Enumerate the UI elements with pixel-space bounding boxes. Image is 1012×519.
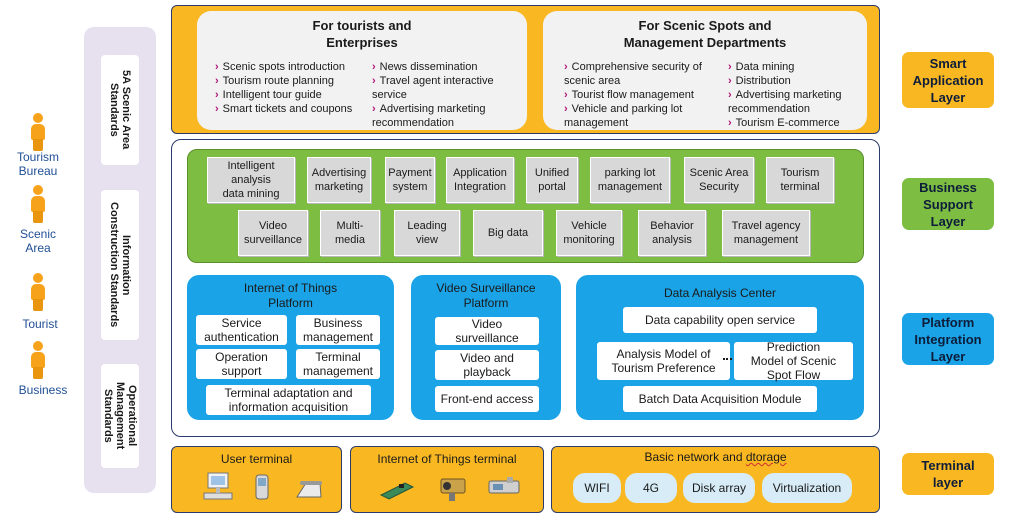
layer-label-terminal: Terminal layer	[902, 453, 994, 495]
business-item: parking lot management	[590, 157, 670, 203]
layer-label-business-support: Business Support Layer	[902, 178, 994, 230]
business-item: Scenic Area Security	[684, 157, 754, 203]
iot-platform: Internet of Things Platform Service auth…	[187, 275, 394, 420]
app-item: Intelligent tour guide	[222, 89, 322, 101]
user-terminal-title: User terminal	[220, 452, 293, 466]
platform-item: Service authentication	[196, 315, 287, 345]
standard-operational: Operational Management Standards	[101, 364, 139, 468]
platform-item: Data capability open service	[623, 307, 817, 333]
scenic-spots-panel: For Scenic Spots and Management Departme…	[543, 11, 867, 130]
actor-label: Tourism Bureau	[16, 150, 59, 178]
actor-label: Scenic Area	[19, 227, 57, 255]
data-analysis-center: Data Analysis Center Data capability ope…	[576, 275, 864, 420]
video-platform-title: Video Surveillance Platform	[436, 281, 536, 310]
iot-terminal-title: Internet of Things terminal	[377, 452, 517, 466]
layer-label-platform-integration: Platform Integration Layer	[902, 313, 994, 365]
data-center-title: Data Analysis Center	[663, 286, 777, 300]
business-item: Leading view	[394, 210, 460, 256]
app-item: News dissemination	[379, 61, 478, 73]
network-item: Virtualization	[762, 473, 852, 503]
platform-item: Terminal management	[296, 349, 380, 379]
standard-information: Information Construction Standards	[101, 190, 139, 340]
platform-item: Terminal adaptation and information acqu…	[206, 385, 371, 415]
actor-label: Business	[18, 383, 68, 397]
person-icon	[28, 113, 48, 153]
standard-5a: 5A Scenic Area Standards	[101, 55, 139, 165]
business-item: Intelligent analysis data mining	[207, 157, 295, 203]
app-item: Distribution	[735, 75, 791, 87]
network-storage-panel: Basic network and dtorage WIFI 4G Disk a…	[551, 446, 880, 513]
business-item: Big data	[473, 210, 543, 256]
platform-item: Video and playback	[435, 350, 539, 380]
iot-platform-title: Internet of Things Platform	[243, 281, 338, 310]
app-item: Tourist flow management	[571, 89, 694, 101]
telephone-icon	[296, 481, 322, 498]
iot-terminal-panel: Internet of Things terminal	[350, 446, 544, 513]
business-item: Behavior analysis	[638, 210, 706, 256]
platform-item: Front-end access	[435, 386, 539, 412]
smart-application-layer: For tourists and Enterprises ›Scenic spo…	[171, 5, 880, 134]
tourists-panel: For tourists and Enterprises ›Scenic spo…	[197, 11, 527, 130]
business-item: Application Integration	[446, 157, 514, 203]
business-item: Payment system	[385, 157, 435, 203]
camera-icon	[440, 478, 466, 501]
platform-item: Batch Data Acquisition Module	[623, 386, 817, 412]
platform-item: Video surveillance	[435, 317, 539, 345]
mobile-phone-icon	[255, 474, 269, 500]
business-item: Tourism terminal	[766, 157, 834, 203]
platform-item: Operation support	[196, 349, 287, 379]
business-item: Travel agency management	[722, 210, 810, 256]
actor-label: Tourist	[22, 317, 58, 331]
network-item: Disk array	[683, 473, 755, 503]
platform-item: Prediction Model of Scenic Spot Flow	[734, 340, 853, 382]
computer-icon	[203, 472, 233, 500]
sensor-device-icon	[488, 477, 520, 494]
business-item: Video surveillance	[238, 210, 308, 256]
business-item: Multi- media	[320, 210, 380, 256]
video-platform: Video Surveillance Platform Video survei…	[411, 275, 561, 420]
network-item: 4G	[625, 473, 677, 503]
app-item: Advertising marketing recommendation	[372, 103, 486, 129]
app-item: Data mining	[735, 61, 795, 73]
app-item: Smart tickets and coupons	[222, 103, 353, 115]
business-item: Vehicle monitoring	[556, 210, 622, 256]
user-terminal-panel: User terminal	[171, 446, 342, 513]
app-item: Travel agent interactive service	[372, 75, 494, 101]
app-item: Tourism E-commerce	[735, 117, 840, 129]
business-item: Advertising marketing	[307, 157, 371, 203]
rfid-board-icon	[379, 482, 415, 500]
person-icon	[28, 185, 48, 225]
tourists-panel-title: For tourists and Enterprises	[312, 18, 412, 50]
platform-item: Analysis Model of Tourism Preference	[597, 342, 730, 380]
layer-label-smart-application: Smart Application Layer	[902, 52, 994, 108]
network-item: WIFI	[573, 473, 621, 503]
person-icon	[28, 273, 48, 313]
app-item: Comprehensive security of scenic area	[564, 61, 702, 87]
app-item: Tourism route planning	[222, 75, 334, 87]
network-storage-title: Basic network and dtorage	[644, 450, 787, 464]
app-item: Vehicle and parking lot management	[564, 103, 683, 129]
app-item: Advertising marketing recommendation	[728, 89, 842, 115]
scenic-panel-title: For Scenic Spots and Management Departme…	[623, 18, 787, 50]
business-item: Unified portal	[526, 157, 578, 203]
app-item: Scenic spots introduction	[222, 61, 345, 73]
platform-item: Business management	[296, 315, 380, 345]
person-icon	[28, 341, 48, 381]
